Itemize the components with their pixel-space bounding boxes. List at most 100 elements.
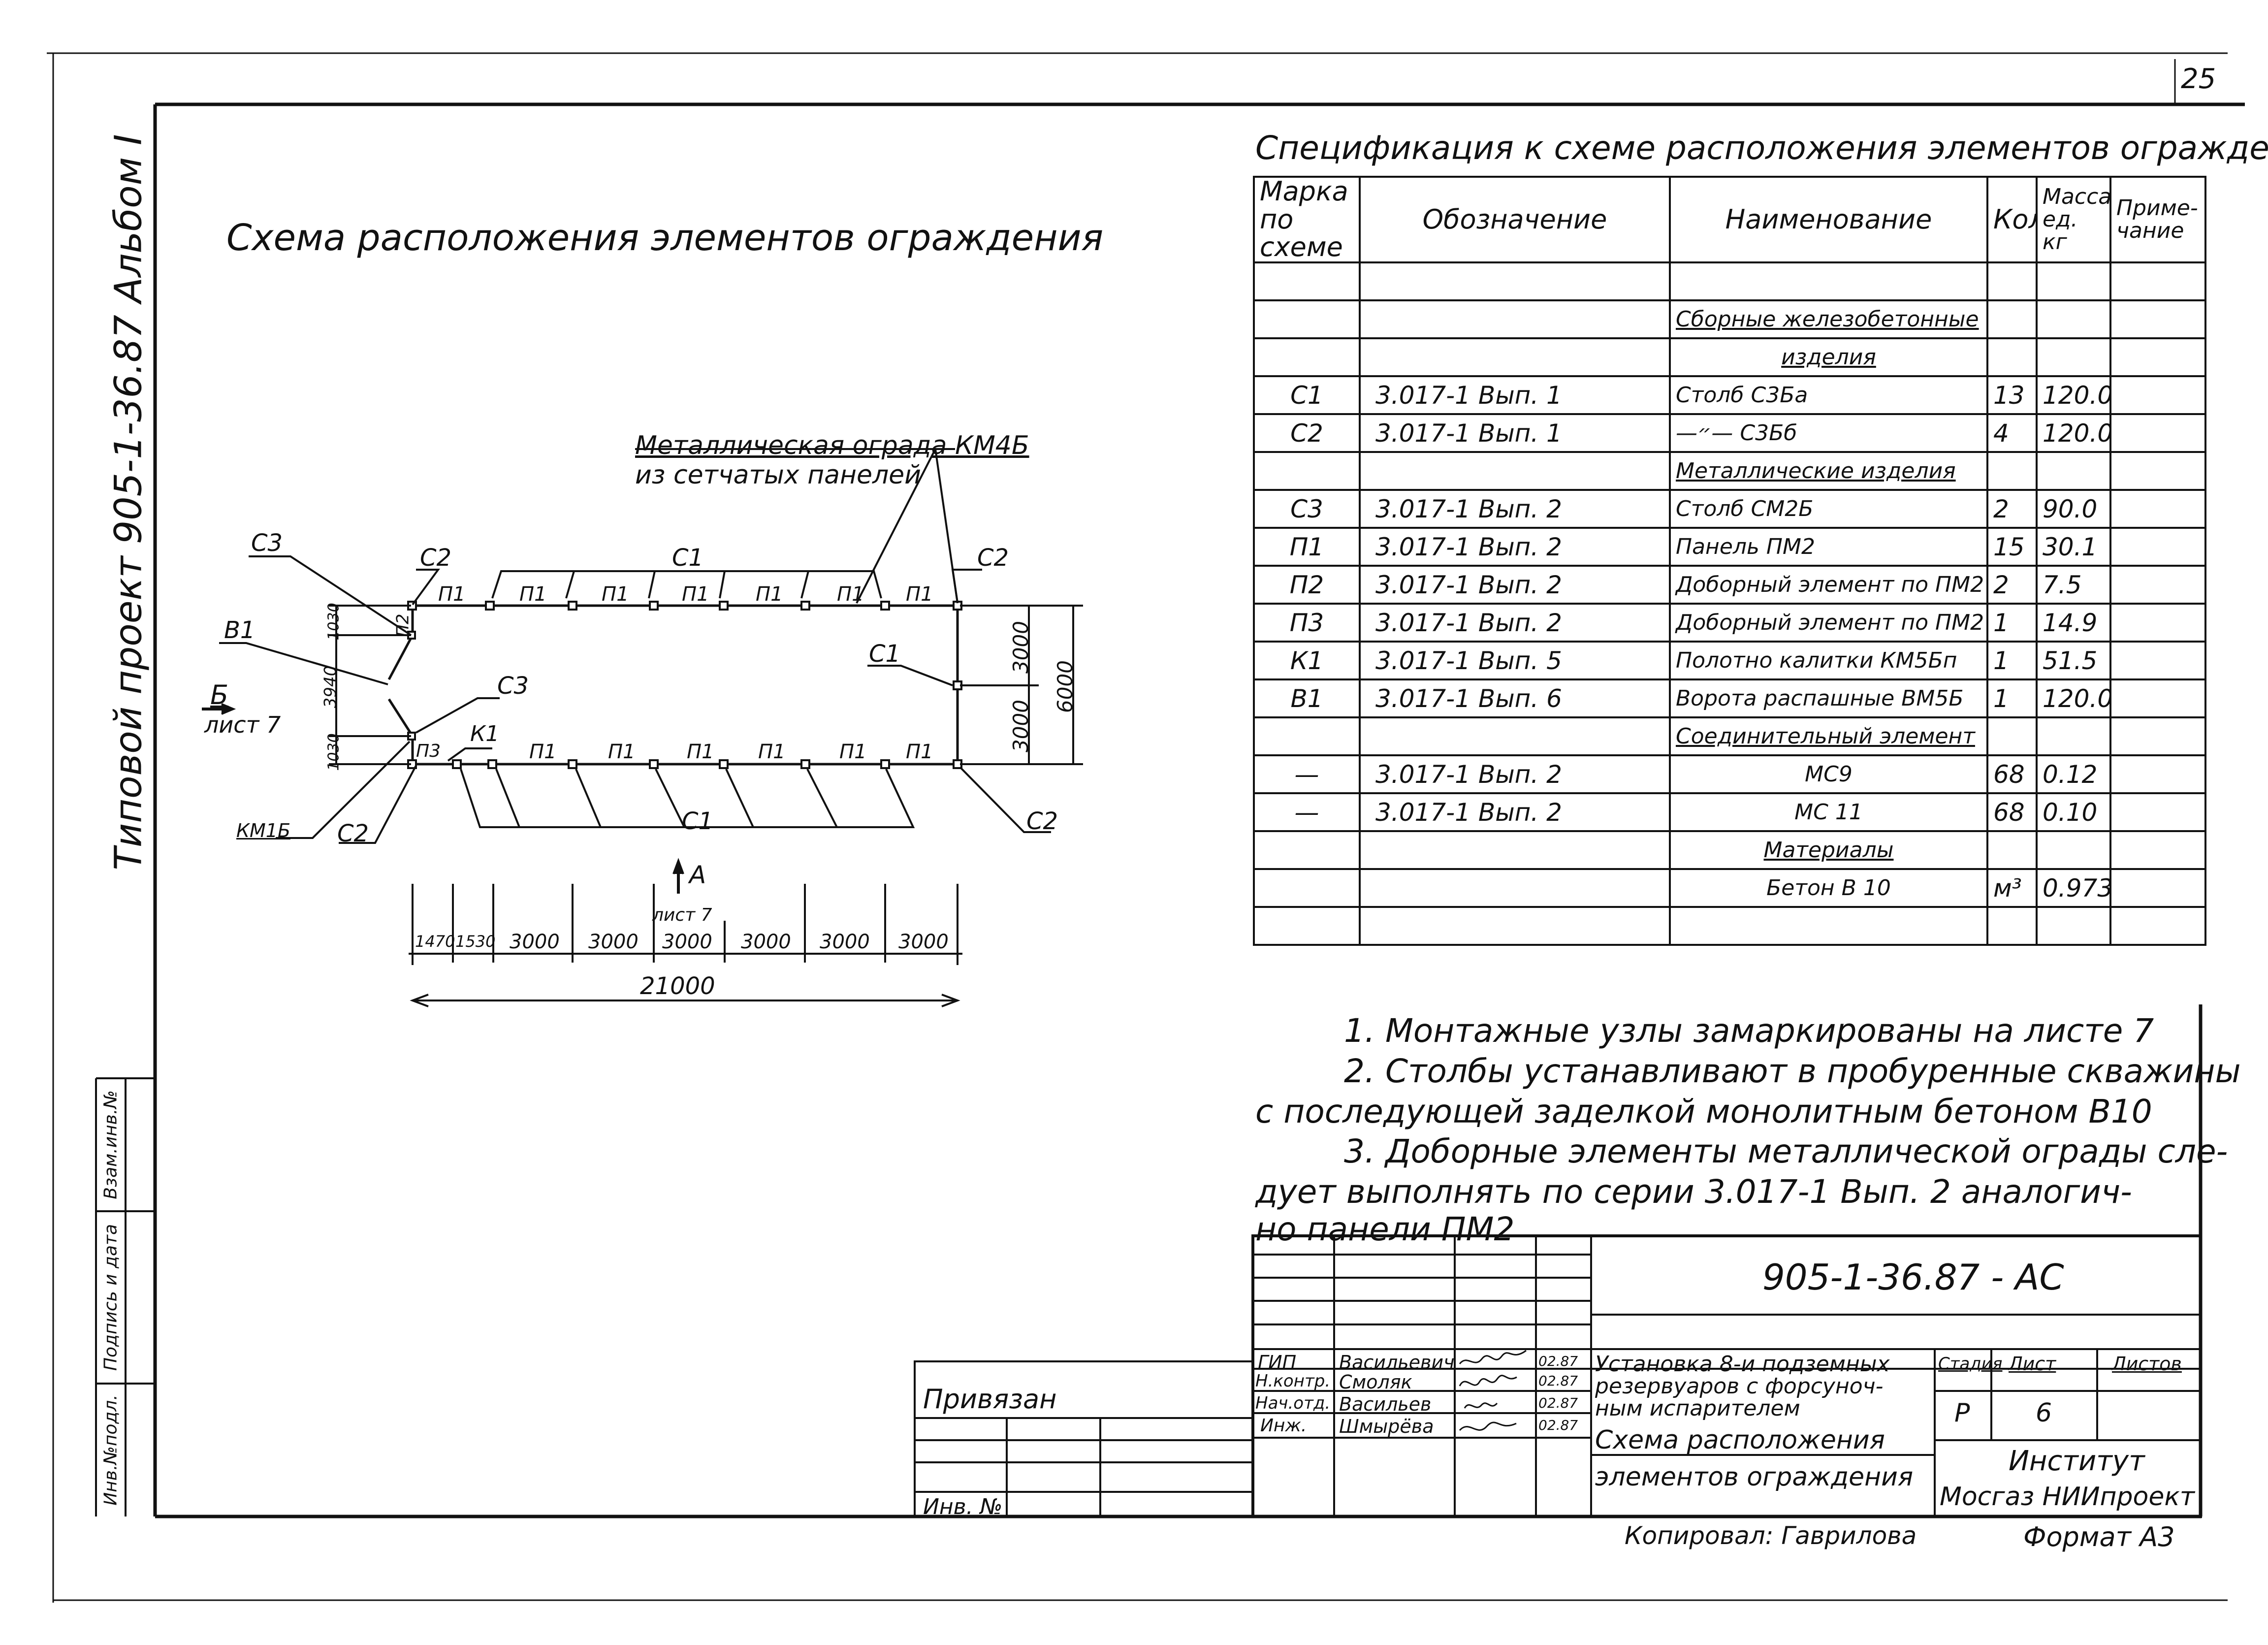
label-c2-bl: С2 — [337, 820, 369, 847]
spec-cell-note — [2109, 830, 2206, 871]
spec-row — [1253, 261, 2206, 302]
copied-by: Копировал: Гаврилова — [1625, 1521, 1917, 1550]
sheet-title-2: элементов ограждения — [1595, 1462, 1914, 1492]
spec-cell-note — [2109, 906, 2206, 946]
svg-text:П1: П1 — [529, 741, 557, 763]
label-km: КМ1Б — [236, 820, 291, 841]
label-c1-top: С1 — [672, 544, 704, 572]
spec-cell-qty: 68 — [1986, 754, 2038, 795]
label-c1-bottom: С1 — [682, 807, 714, 835]
spec-cell-mark — [1253, 716, 1361, 757]
spec-cell-name: Соединительный элемент — [1669, 716, 1988, 757]
sheet-value: 6 — [2036, 1398, 2052, 1428]
spec-header-mark: Марка по схеме — [1253, 175, 1361, 264]
spec-cell-mass: 0.12 — [2036, 754, 2111, 795]
label-c2-tl: С2 — [420, 544, 452, 572]
spec-title: Спецификация к схеме расположения элемен… — [1255, 129, 2268, 167]
svg-text:П1: П1 — [756, 583, 783, 606]
spec-cell-note — [2109, 716, 2206, 757]
spec-cell-mass: 0.10 — [2036, 792, 2111, 833]
label-p3: П3 — [416, 741, 441, 761]
spec-cell-name: Доборный элемент по ПМ2 — [1669, 603, 1988, 643]
staff-role-3: Нач.отд. — [1255, 1393, 1331, 1413]
spec-cell-mark: П1 — [1253, 527, 1361, 567]
spec-row: изделия — [1253, 337, 2206, 378]
spec-cell-name: Сборные железобетонные — [1669, 299, 1988, 340]
spec-cell-mass — [2036, 830, 2111, 871]
spec-cell-note — [2109, 792, 2206, 833]
dim-bottom-8: 3000 — [898, 931, 949, 953]
spec-cell-qty: 1 — [1986, 603, 2038, 643]
doc-code: 905-1-36.87 - АС — [1762, 1257, 2064, 1298]
spec-cell-designation: 3.017-1 Вып. 2 — [1359, 754, 1671, 795]
spec-cell-name: Полотно калитки КМ5Бп — [1669, 641, 1988, 681]
spec-cell-name: Столб СМ2Б — [1669, 489, 1988, 529]
spec-cell-mark — [1253, 261, 1361, 302]
spec-cell-mark — [1253, 830, 1361, 871]
spec-cell-note — [2109, 641, 2206, 681]
spec-cell-qty — [1986, 830, 2038, 871]
spec-cell-note — [2109, 413, 2206, 453]
spec-row: Сборные железобетонные — [1253, 299, 2206, 340]
spec-cell-mark: С3 — [1253, 489, 1361, 529]
spec-cell-name: изделия — [1669, 337, 1988, 378]
spec-cell-mass — [2036, 451, 2111, 491]
spec-cell-mark — [1253, 337, 1361, 378]
spec-cell-designation: 3.017-1 Вып. 1 — [1359, 375, 1671, 416]
spec-cell-qty — [1986, 337, 2038, 378]
scheme-title: Схема расположения элементов ограждения — [226, 217, 1104, 259]
label-c3-top: С3 — [251, 529, 283, 557]
org-line-1: Институт — [2009, 1445, 2145, 1477]
format-label: Формат А3 — [2023, 1521, 2175, 1552]
spec-cell-designation: 3.017-1 Вып. 2 — [1359, 527, 1671, 567]
spec-cell-name: Бетон В 10 — [1669, 868, 1988, 908]
spec-cell-qty: 13 — [1986, 375, 2038, 416]
spec-cell-name: Панель ПМ2 — [1669, 527, 1988, 567]
spec-cell-designation: 3.017-1 Вып. 2 — [1359, 603, 1671, 643]
spec-cell-designation — [1359, 868, 1671, 908]
spec-cell-designation — [1359, 716, 1671, 757]
spec-cell-designation — [1359, 830, 1671, 871]
spec-cell-qty: 1 — [1986, 678, 2038, 719]
spec-cell-name: Столб С3Ба — [1669, 375, 1988, 416]
spec-cell-qty: 4 — [1986, 413, 2038, 453]
note-3: 3. Доборные элементы металлической оград… — [1344, 1132, 2228, 1170]
spec-cell-qty — [1986, 299, 2038, 340]
spec-cell-mass — [2036, 906, 2111, 946]
dim-total: 21000 — [640, 972, 715, 1000]
dim-bottom-6: 3000 — [741, 931, 791, 953]
svg-text:П1: П1 — [906, 583, 933, 606]
staff-name-3: Васильев — [1339, 1393, 1432, 1415]
spec-cell-name: Материалы — [1669, 830, 1988, 871]
staff-role-1: ГИП — [1258, 1352, 1297, 1373]
spec-cell-designation: 3.017-1 Вып. 6 — [1359, 678, 1671, 719]
panel-labels-bottom: П1 П1 П1 П1 П1 П1 — [529, 741, 933, 763]
spec-cell-name — [1669, 906, 1988, 946]
label-c3-mid: С3 — [497, 672, 529, 700]
spec-cell-qty: 15 — [1986, 527, 2038, 567]
label-c2-tr: С2 — [977, 544, 1009, 572]
spec-cell-mark: П3 — [1253, 603, 1361, 643]
spec-cell-name: Металлические изделия — [1669, 451, 1988, 491]
staff-date-3: 02.87 — [1538, 1395, 1578, 1411]
spec-cell-note — [2109, 375, 2206, 416]
spec-cell-mass: 120.0 — [2036, 678, 2111, 719]
staff-name-1: Васильевич — [1339, 1352, 1455, 1373]
spec-cell-mass: 51.5 — [2036, 641, 2111, 681]
spec-cell-mass — [2036, 716, 2111, 757]
spec-cell-mark: В1 — [1253, 678, 1361, 719]
spec-cell-mass: 7.5 — [2036, 565, 2111, 605]
spec-row: Соединительный элемент — [1253, 716, 2206, 757]
spec-cell-note — [2109, 337, 2206, 378]
label-view-b: Б — [210, 679, 229, 710]
svg-text:П1: П1 — [519, 583, 547, 606]
spec-cell-note — [2109, 868, 2206, 908]
